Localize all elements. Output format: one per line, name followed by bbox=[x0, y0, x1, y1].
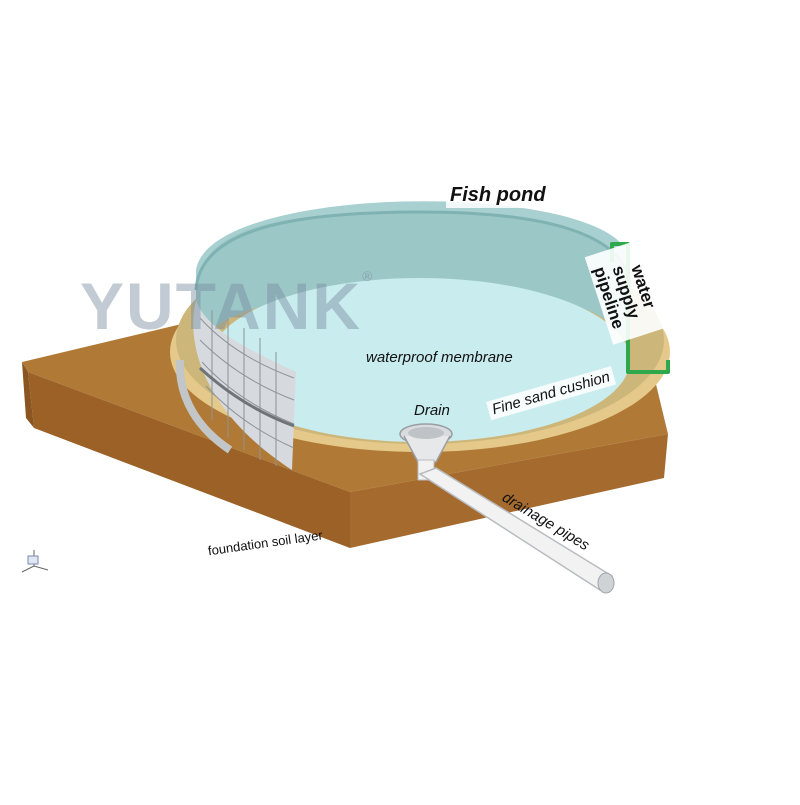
label-fish-pond: Fish pond bbox=[446, 183, 550, 208]
label-waterproof-membrane: waterproof membrane bbox=[366, 349, 513, 366]
soil-front-face bbox=[28, 372, 350, 548]
watermark-text: YUTANK bbox=[80, 269, 363, 343]
pond-wall-rim bbox=[194, 210, 632, 291]
pond-wall-front bbox=[193, 300, 296, 470]
registered-mark: ® bbox=[362, 268, 375, 284]
soil-right-face bbox=[350, 434, 668, 548]
watermark-logo: YUTANK® bbox=[80, 268, 374, 344]
soil-left-face bbox=[22, 362, 34, 428]
wire-mesh-panel bbox=[198, 310, 295, 466]
label-drain: Drain bbox=[414, 402, 450, 419]
drainage-pipes bbox=[417, 459, 615, 594]
pond-base-edge bbox=[175, 359, 233, 454]
axis-gizmo-icon bbox=[21, 550, 49, 573]
